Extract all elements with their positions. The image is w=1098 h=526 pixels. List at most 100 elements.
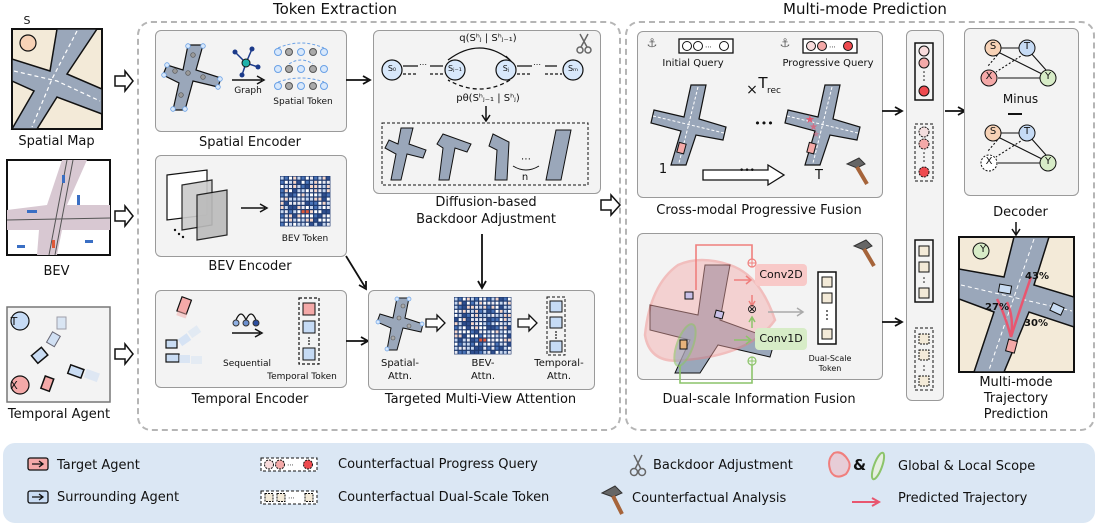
spatial-attn-l2: Attn. xyxy=(387,371,413,382)
bev-token-cell xyxy=(491,309,495,313)
bev-token-cell xyxy=(491,338,495,342)
node-t: T xyxy=(1023,126,1031,137)
bev-token-cell xyxy=(462,346,466,350)
bev-token-cell xyxy=(314,180,318,184)
predicted-trajectory-legend-icon xyxy=(852,497,882,507)
bev-token-cell xyxy=(471,309,474,313)
bev-token-cell xyxy=(483,305,487,309)
bev-token-cell xyxy=(458,338,462,342)
bev-token-cell xyxy=(280,210,284,214)
bev-token-cell xyxy=(297,222,301,226)
bev-token-cell xyxy=(466,326,470,330)
bev-token-cell xyxy=(305,222,309,226)
bev-token-cell xyxy=(487,297,491,301)
bev-token-cell xyxy=(462,334,466,338)
bev-token-cell xyxy=(458,326,462,330)
diffusion-chain xyxy=(381,47,584,90)
bev-image xyxy=(6,159,111,256)
bev-token-cell xyxy=(322,210,326,214)
bev-token-cell xyxy=(503,297,507,301)
cf-dual-scale-token-legend-icon: ⋯ xyxy=(260,490,318,505)
bev-token-cell xyxy=(284,180,288,184)
bev-token-cell xyxy=(289,214,292,218)
bev-token-cell xyxy=(479,346,483,350)
bev-token-cell xyxy=(305,218,309,222)
bev-token-cell xyxy=(322,176,326,180)
bev-token-cell xyxy=(475,334,478,338)
bev-token-cell xyxy=(471,297,474,301)
bev-token-cell xyxy=(507,334,511,338)
bev-token-cell xyxy=(499,301,503,305)
bev-token-cell xyxy=(479,309,483,313)
graph-icon xyxy=(232,46,261,78)
bev-token-cell xyxy=(458,330,462,334)
bev-token-cell xyxy=(475,309,478,313)
bev-token-cell xyxy=(318,189,322,193)
bev-token-cell xyxy=(495,342,499,346)
bev-token-cell xyxy=(318,176,322,180)
bev-label: BEV xyxy=(43,264,70,279)
hammer-icon xyxy=(852,239,876,268)
bev-token-cell xyxy=(495,301,499,305)
node-x: X xyxy=(985,71,993,82)
bev-token-cell xyxy=(297,193,301,197)
dual-scale-title: Dual-scale Information Fusion xyxy=(662,392,856,407)
bev-token-cell xyxy=(487,334,491,338)
bev-encoder-title: BEV Encoder xyxy=(208,259,292,274)
bev-token-cell xyxy=(326,206,330,209)
times-symbol: × xyxy=(746,82,758,98)
bev-token-cell xyxy=(483,338,487,342)
bev-frames-icon xyxy=(166,169,228,241)
bev-token-cell xyxy=(310,218,313,222)
bev-token-cell xyxy=(301,210,305,214)
progressive-query-label: Progressive Query xyxy=(782,58,874,69)
bev-token-cell xyxy=(471,338,474,342)
bev-token-cell xyxy=(326,210,330,214)
bev-token-cell xyxy=(466,301,470,305)
chain-ellipsis: ⋯ xyxy=(533,60,541,69)
bev-token-cell xyxy=(495,334,499,338)
bev-token-cell xyxy=(487,350,491,354)
bev-token-cell xyxy=(289,197,292,201)
bev-token-cell xyxy=(466,338,470,342)
bev-token-cell xyxy=(297,185,301,188)
bev-token-cell xyxy=(458,318,462,321)
bev-token-cell xyxy=(458,322,462,326)
bev-token-cell xyxy=(483,322,487,326)
conv1d-block xyxy=(755,328,807,350)
t-rec-label: T xyxy=(758,74,768,92)
dual-scale-diagram xyxy=(643,244,837,384)
bev-token-cell xyxy=(326,185,330,188)
state-sj: Sⱼ xyxy=(502,64,510,73)
bev-token-cell xyxy=(289,201,292,205)
bev-to-attention-arrow xyxy=(345,255,367,291)
bev-token-cell xyxy=(466,314,470,317)
bev-token-cell xyxy=(462,309,466,313)
bev-token-cell xyxy=(507,342,511,346)
bev-token-cell xyxy=(507,314,511,317)
spatial-token-label: Spatial Token xyxy=(273,97,333,107)
n-label: n xyxy=(521,172,529,183)
bev-token-cell xyxy=(297,214,301,218)
bev-token-cell xyxy=(314,189,318,193)
bev-token-cell xyxy=(483,301,487,305)
bev-token-cell xyxy=(483,297,487,301)
bev-token-cell xyxy=(471,342,474,346)
bev-token-cell xyxy=(289,206,292,209)
bev-token-cell xyxy=(483,314,487,317)
bev-token-cell xyxy=(280,218,284,222)
bev-token-cell xyxy=(318,210,322,214)
bev-token-cell xyxy=(318,206,322,209)
bev-token-cell xyxy=(483,330,487,334)
bev-token-cell xyxy=(471,318,474,321)
bev-token-cell xyxy=(479,326,483,330)
causal-graphs xyxy=(980,39,1057,172)
bev-token-cell xyxy=(466,330,470,334)
bev-token-cell xyxy=(301,222,305,226)
bev-token-cell xyxy=(491,342,495,346)
step-end-label: T xyxy=(815,168,823,183)
bev-token-cell xyxy=(499,309,503,313)
node-y: Y xyxy=(1044,156,1052,167)
svg-text:⋯: ⋯ xyxy=(288,494,295,502)
svg-text:★: ★ xyxy=(812,130,820,140)
